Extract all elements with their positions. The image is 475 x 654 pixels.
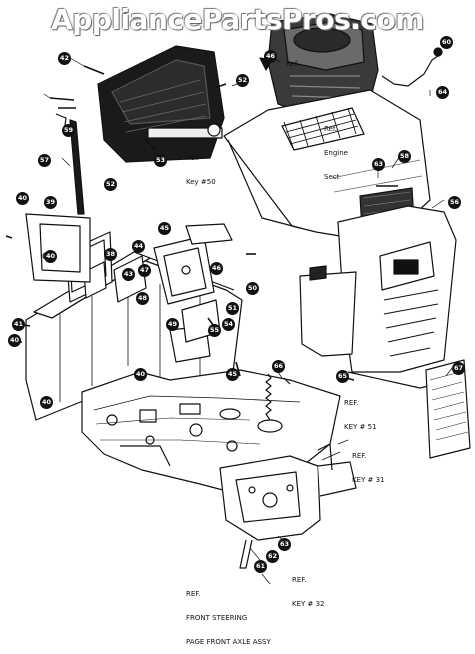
side-panel-drawing <box>425 359 471 459</box>
callout-53: 53 <box>154 154 167 167</box>
callout-57: 57 <box>38 154 51 167</box>
callout-43: 43 <box>122 268 135 281</box>
callout-46b: 46 <box>210 262 223 275</box>
callout-54: 54 <box>222 318 235 331</box>
callout-46: 46 <box>264 50 277 63</box>
callout-62: 62 <box>266 550 279 563</box>
callout-58: 58 <box>398 150 411 163</box>
callout-49: 49 <box>166 318 179 331</box>
callout-59: 59 <box>62 124 75 137</box>
callout-40b: 40 <box>44 250 57 263</box>
ref-key-50: Ref. Key #50 <box>186 154 216 186</box>
grille-drawing <box>337 205 457 389</box>
callout-52: 52 <box>236 74 249 87</box>
ref-engine-label: Ref. Engine Sect <box>324 125 348 181</box>
callout-40e: 40 <box>40 396 53 409</box>
callout-61: 61 <box>254 560 267 573</box>
callout-64: 64 <box>436 86 449 99</box>
ref-key-51: REF. KEY # 51 <box>344 399 377 431</box>
trim-strip-drawing <box>69 119 85 215</box>
callout-63: 63 <box>372 158 385 171</box>
ref-front-steering: REF. FRONT STEERING PAGE FRONT AXLE ASSY <box>186 590 271 646</box>
callout-48: 48 <box>136 292 149 305</box>
parts-diagram <box>5 13 471 585</box>
callout-44: 44 <box>132 240 145 253</box>
ref-key-31: REF. KEY # 31 <box>352 452 385 484</box>
callout-39: 39 <box>44 196 57 209</box>
callout-45: 45 <box>158 222 171 235</box>
callout-65: 65 <box>336 370 349 383</box>
wire-harness-drawing <box>381 55 439 87</box>
callout-42: 42 <box>58 52 71 65</box>
callout-40a: 40 <box>16 192 29 205</box>
callout-40c: 40 <box>8 334 21 347</box>
callout-47: 47 <box>138 264 151 277</box>
callout-55: 55 <box>208 324 221 337</box>
ref-engine-section: Ref. <box>286 60 300 68</box>
spring-drawing <box>265 373 272 421</box>
callout-66: 66 <box>272 360 285 373</box>
axle-bracket-drawing <box>219 443 357 569</box>
callout-60: 60 <box>440 36 453 49</box>
dash-panel-drawing <box>97 45 225 163</box>
callout-51: 51 <box>226 302 239 315</box>
callout-38: 38 <box>104 248 117 261</box>
bumper-drawing <box>299 271 357 357</box>
callout-52b: 52 <box>104 178 117 191</box>
callout-67: 67 <box>452 362 465 375</box>
callout-45b: 45 <box>226 368 239 381</box>
watermark-text: AppliancePartsPros.com <box>51 3 424 36</box>
callout-56: 56 <box>448 196 461 209</box>
callout-41: 41 <box>12 318 25 331</box>
ref-key-32: REF. KEY # 32 <box>292 576 325 608</box>
callout-40d: 40 <box>134 368 147 381</box>
callout-50: 50 <box>246 282 259 295</box>
callout-63b: 63 <box>278 538 291 551</box>
